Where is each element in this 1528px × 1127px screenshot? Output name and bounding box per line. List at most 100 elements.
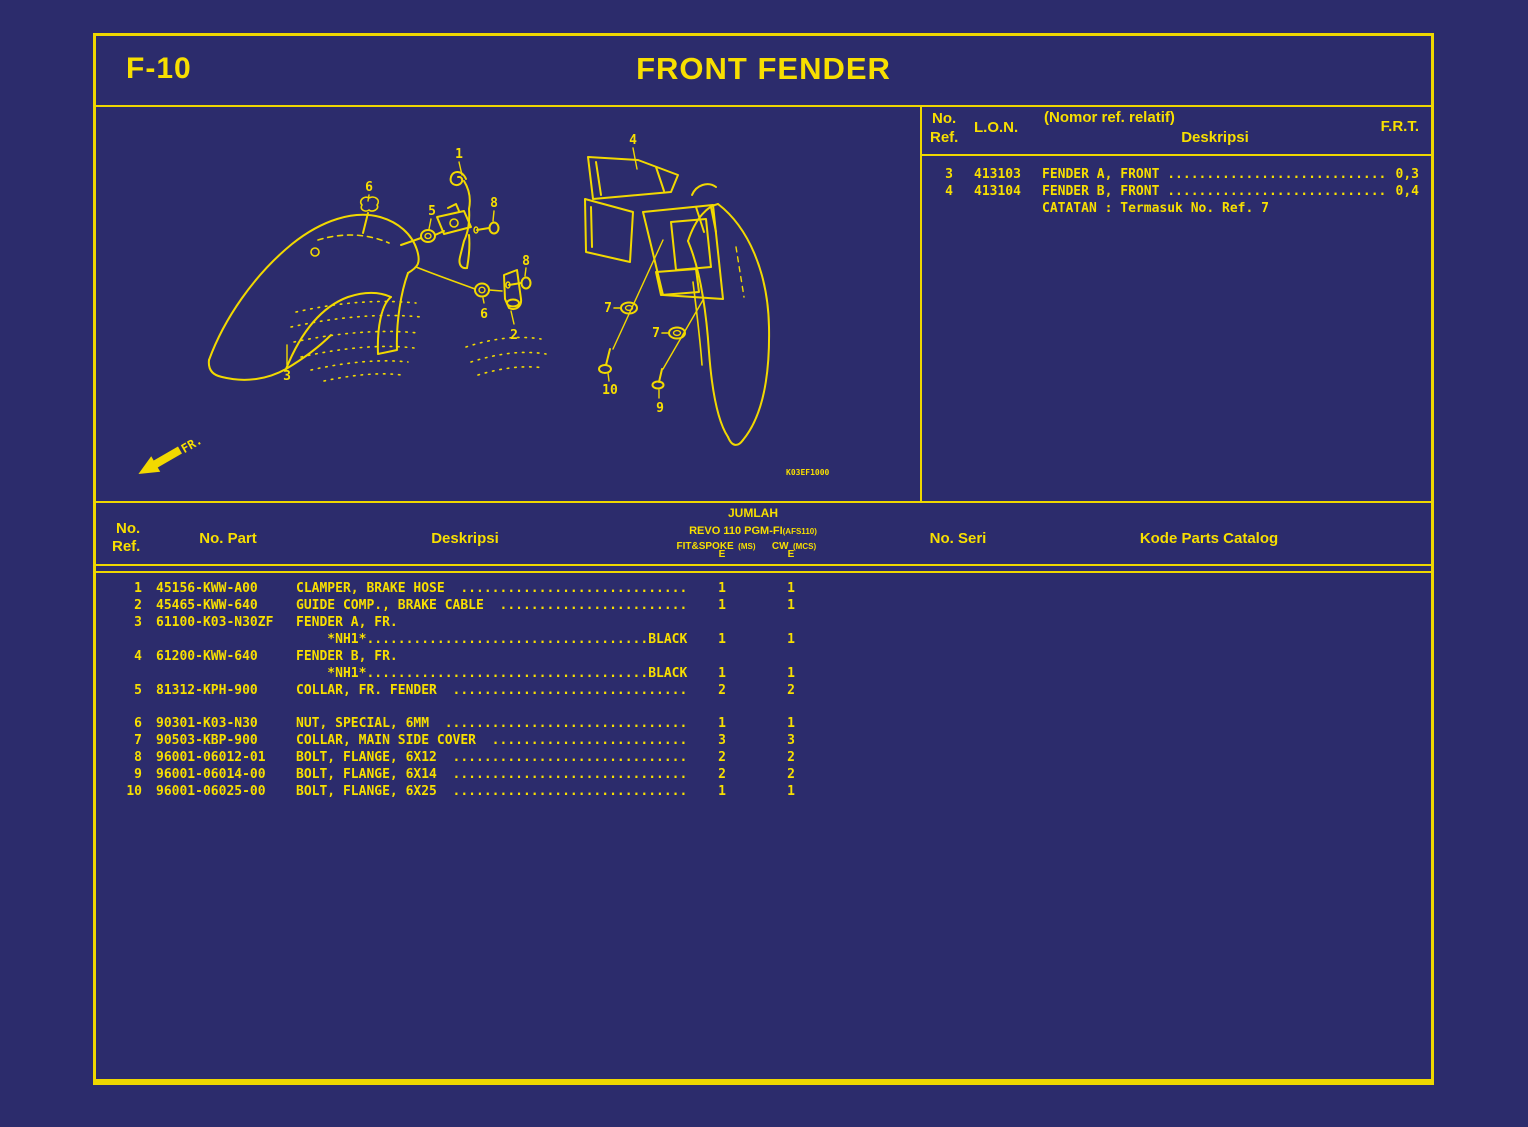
cell-desc: NUT, SPECIAL, 6MM ......................… xyxy=(296,716,688,731)
cell-desc: BOLT, FLANGE, 6X14 .....................… xyxy=(296,767,688,782)
cell-desc: CLAMPER, BRAKE HOSE ....................… xyxy=(296,581,688,596)
diagram-panel: 1 6 5 8 8 6 2 3 4 7 7 10 9 FR. K03E xyxy=(96,107,920,501)
parts-header-no: No. xyxy=(116,520,141,537)
cell-desc: *NH1*...................................… xyxy=(296,666,688,681)
cell-qty1: 1 xyxy=(718,666,726,681)
parts-row: 3 61100-K03-N30ZF FENDER A, FR. xyxy=(96,614,1431,631)
cell-qty2: 2 xyxy=(787,683,795,698)
callout-10: 10 xyxy=(602,383,618,398)
cell-part: 96001-06012-01 xyxy=(156,750,266,765)
ref-row: 3 413103 FENDER A, FRONT ...............… xyxy=(920,166,1431,183)
callout-7b: 7 xyxy=(652,326,660,341)
title-divider xyxy=(96,105,1431,107)
ref-header-ref: Ref. xyxy=(930,129,959,146)
parts-row: *NH1*...................................… xyxy=(96,631,1431,648)
fender-diagram-svg: 1 6 5 8 8 6 2 3 4 7 7 10 9 FR. K03E xyxy=(138,133,830,477)
parts-header-col1-code: (MS) xyxy=(738,542,756,551)
ref-cell-no: 4 xyxy=(945,184,953,199)
cell-ref: 5 xyxy=(134,683,142,698)
cell-qty1: 1 xyxy=(718,581,726,596)
stipple-texture xyxy=(290,300,547,382)
parts-header-no-seri: No. Seri xyxy=(929,530,987,547)
cell-ref: 3 xyxy=(134,615,142,630)
parts-row: 8 96001-06012-01 BOLT, FLANGE, 6X12 ....… xyxy=(96,749,1431,766)
cell-desc: COLLAR, MAIN SIDE COVER ................… xyxy=(296,733,688,748)
ref-header-deskripsi: Deskripsi xyxy=(1181,129,1249,146)
ref-cell-desc: FENDER B, FRONT ........................… xyxy=(1042,184,1387,199)
parts-header-e2: E xyxy=(787,549,795,560)
parts-header-model: REVO 110 PGM-FI xyxy=(689,525,783,537)
callout-9: 9 xyxy=(656,401,664,416)
cell-part: 45156-KWW-A00 xyxy=(156,581,258,596)
cell-qty2: 1 xyxy=(787,716,795,731)
diagram-code: K03EF1000 xyxy=(786,468,830,477)
cell-desc: FENDER B, FR. xyxy=(296,649,398,664)
ref-header-note: (Nomor ref. relatif) xyxy=(1044,109,1175,126)
cell-qty1: 1 xyxy=(718,632,726,647)
parts-header-col2: CW xyxy=(771,541,789,552)
cell-ref: 4 xyxy=(134,649,142,664)
cell-ref: 8 xyxy=(134,750,142,765)
cell-part: 61200-KWW-640 xyxy=(156,649,258,664)
parts-header-no-part: No. Part xyxy=(199,530,257,547)
fr-arrow-icon: FR. xyxy=(138,433,204,474)
parts-header-col1: FIT&SPOKE xyxy=(676,541,734,552)
content-divider xyxy=(96,501,1431,503)
callout-6b: 6 xyxy=(480,307,488,322)
cell-ref: 6 xyxy=(134,716,142,731)
page-frame: F-10 FRONT FENDER xyxy=(93,33,1434,1085)
cell-part: 81312-KPH-900 xyxy=(156,683,258,698)
cell-ref: 7 xyxy=(134,733,142,748)
parts-header-jumlah: JUMLAH xyxy=(728,506,778,520)
cell-part: 61100-K03-N30ZF xyxy=(156,615,274,630)
parts-row: 10 96001-06025-00 BOLT, FLANGE, 6X25 ...… xyxy=(96,783,1431,800)
page-code: F-10 xyxy=(126,52,192,85)
ref-row: 4 413104 FENDER B, FRONT ...............… xyxy=(920,183,1431,200)
callout-6a: 6 xyxy=(365,180,373,195)
ref-table: No. Ref. L.O.N. (Nomor ref. relatif) Des… xyxy=(920,105,1431,501)
ref-cell-lon: 413103 xyxy=(974,167,1021,182)
cell-ref: 1 xyxy=(134,581,142,596)
callout-2: 2 xyxy=(510,328,518,343)
parts-row: *NH1*...................................… xyxy=(96,665,1431,682)
callout-labels: 1 6 5 8 8 6 2 3 4 7 7 10 9 xyxy=(283,133,664,416)
parts-header-divider-2 xyxy=(96,571,1431,573)
parts-row: 9 96001-06014-00 BOLT, FLANGE, 6X14 ....… xyxy=(96,766,1431,783)
ref-cell-lon: 413104 xyxy=(974,184,1021,199)
callout-8a: 8 xyxy=(490,196,498,211)
cell-qty1: 1 xyxy=(718,598,726,613)
right-fender-drawing xyxy=(584,156,771,446)
cell-qty1: 2 xyxy=(718,683,726,698)
left-fender-drawing xyxy=(207,213,547,382)
cell-ref: 10 xyxy=(126,784,142,799)
cell-ref: 2 xyxy=(134,598,142,613)
parts-row: 1 45156-KWW-A00 CLAMPER, BRAKE HOSE ....… xyxy=(96,580,1431,597)
parts-row: 7 90503-KBP-900 COLLAR, MAIN SIDE COVER … xyxy=(96,732,1431,749)
parts-header-divider-1 xyxy=(96,564,1431,566)
cell-qty2: 2 xyxy=(787,750,795,765)
ref-header-lon: L.O.N. xyxy=(974,119,1019,136)
callout-5: 5 xyxy=(428,204,436,219)
cell-qty2: 2 xyxy=(787,767,795,782)
cell-qty2: 1 xyxy=(787,581,795,596)
parts-header-col2-code: (MCS) xyxy=(793,542,817,551)
ref-cell-frt: 0,4 xyxy=(1395,184,1419,199)
cell-desc: COLLAR, FR. FENDER .....................… xyxy=(296,683,688,698)
cell-desc: GUIDE COMP., BRAKE CABLE ...............… xyxy=(296,598,688,613)
cell-desc: *NH1*...................................… xyxy=(296,632,688,647)
ref-header-frt: F.R.T. xyxy=(1380,118,1419,135)
main-vertical-divider xyxy=(920,105,922,503)
callout-3: 3 xyxy=(283,369,291,384)
callout-leaders xyxy=(286,147,660,399)
cell-part: 45465-KWW-640 xyxy=(156,598,258,613)
cell-qty2: 1 xyxy=(787,666,795,681)
parts-row: 5 81312-KPH-900 COLLAR, FR. FENDER .....… xyxy=(96,682,1431,699)
ref-cell-frt: 0,3 xyxy=(1395,167,1419,182)
parts-row: 2 45465-KWW-640 GUIDE COMP., BRAKE CABLE… xyxy=(96,597,1431,614)
ref-note-row: CATATAN : Termasuk No. Ref. 7 xyxy=(920,200,1431,217)
cell-qty2: 1 xyxy=(787,632,795,647)
parts-row: 4 61200-KWW-640 FENDER B, FR. xyxy=(96,648,1431,665)
callout-1: 1 xyxy=(455,147,463,162)
ref-note: CATATAN : Termasuk No. Ref. 7 xyxy=(1042,201,1269,216)
